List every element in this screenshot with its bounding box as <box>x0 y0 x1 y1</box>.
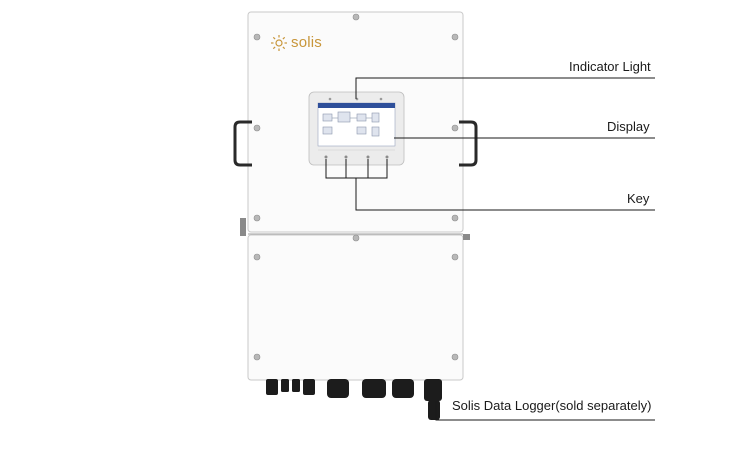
callout-data-logger: Solis Data Logger(sold separately) <box>452 398 652 413</box>
display-screen-header <box>318 103 395 108</box>
sun-logo-icon <box>271 35 287 51</box>
connector-icon <box>266 379 414 398</box>
brand-logo-text: solis <box>291 34 323 51</box>
left-latch <box>240 218 246 236</box>
key-button-icon <box>324 155 389 159</box>
inverter-lower-panel <box>247 234 464 381</box>
display-screen <box>317 102 396 147</box>
right-handle-icon <box>459 120 478 167</box>
leader-lines <box>325 77 655 421</box>
callout-display: Display <box>607 119 650 134</box>
key-leader <box>355 178 655 211</box>
screw-icon <box>253 13 459 361</box>
right-latch <box>463 234 470 240</box>
left-handle-icon <box>233 120 252 167</box>
data-logger-leader <box>435 401 655 421</box>
callout-indicator-light: Indicator Light <box>569 59 651 74</box>
indicator-light-leader <box>355 77 655 99</box>
display-screen-content <box>322 111 380 137</box>
callout-key: Key <box>627 191 650 206</box>
data-logger-icon <box>424 379 442 420</box>
